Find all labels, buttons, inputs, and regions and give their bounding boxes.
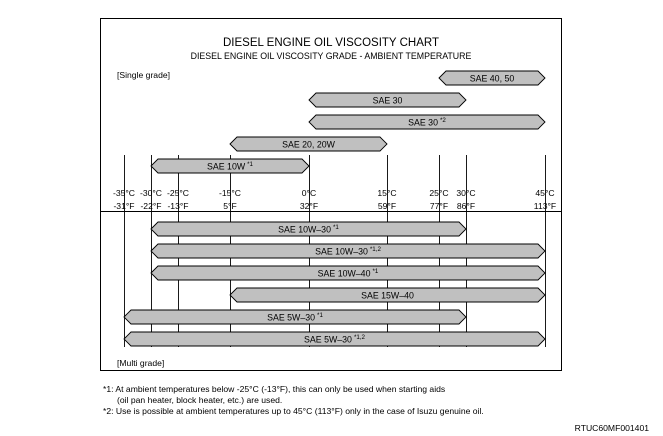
tick-label-fahrenheit: 32°F: [300, 201, 318, 211]
grade-range-bar: [438, 70, 546, 86]
reference-code: RTUC60MF001401: [574, 423, 649, 433]
tick-label-celsius: 30°C: [456, 188, 475, 198]
tick-label-fahrenheit: 59°F: [378, 201, 396, 211]
grade-range-bar: [150, 158, 310, 174]
grade-range-bar: [150, 243, 546, 259]
grade-label: SAE 5W–30*1: [267, 312, 323, 323]
tick-label-fahrenheit: -13°F: [167, 201, 188, 211]
grade-label: SAE 10W*1: [207, 161, 254, 172]
grade-range-bar: [229, 136, 388, 152]
tick-label-fahrenheit: 77°F: [430, 201, 448, 211]
tick-label-celsius: -35°C: [113, 188, 135, 198]
grade-label: SAE 30*2: [408, 117, 446, 128]
grade-label: SAE 40, 50: [470, 73, 515, 83]
chart-frame: [100, 18, 562, 371]
grade-label: SAE 15W–40: [361, 290, 414, 300]
tick-label-fahrenheit: -31°F: [113, 201, 134, 211]
grade-label: SAE 20, 20W: [282, 139, 336, 149]
tick-label-celsius: 0°C: [302, 188, 316, 198]
grade-range-bar: [308, 92, 467, 108]
grade-range-bar: [229, 287, 546, 303]
grade-range-bar: [123, 309, 467, 325]
tick-label-celsius: -15°C: [219, 188, 241, 198]
footnote-1-line-1: *1: At ambient temperatures below -25°C …: [103, 384, 446, 394]
grade-label: SAE 10W–30*1,2: [315, 246, 381, 256]
chart-title: DIESEL ENGINE OIL VISCOSITY CHART: [223, 37, 439, 49]
tick-label-fahrenheit: 86°F: [457, 201, 475, 211]
grade-label: SAE 30: [373, 95, 403, 105]
grade-range-bar: [308, 114, 546, 130]
grade-label: SAE 10W–30*1: [278, 224, 339, 235]
single-grade-label: [Single grade]: [117, 70, 170, 80]
grade-range-bar: [150, 265, 546, 281]
grade-range-bar: [150, 221, 467, 237]
footnote-1-line-2: (oil pan heater, block heater, etc.) are…: [117, 395, 283, 405]
tick-label-celsius: -30°C: [140, 188, 162, 198]
grade-label: SAE 10W–40*1: [318, 268, 379, 279]
tick-label-fahrenheit: -22°F: [140, 201, 161, 211]
footnote-2: *2: Use is possible at ambient temperatu…: [103, 406, 484, 416]
tick-label-celsius: -25°C: [167, 188, 189, 198]
grade-label: SAE 5W–30*1,2: [304, 334, 365, 345]
tick-label-celsius: 15°C: [377, 188, 396, 198]
tick-label-fahrenheit: 113°F: [534, 201, 556, 211]
multi-grade-label: [Multi grade]: [117, 358, 164, 368]
tick-label-celsius: 25°C: [429, 188, 448, 198]
grade-range-bar: [123, 331, 546, 347]
tick-label-celsius: 45°C: [535, 188, 554, 198]
chart-subtitle: DIESEL ENGINE OIL VISCOSITY GRADE - AMBI…: [191, 51, 472, 61]
tick-label-fahrenheit: 5°F: [223, 201, 236, 211]
